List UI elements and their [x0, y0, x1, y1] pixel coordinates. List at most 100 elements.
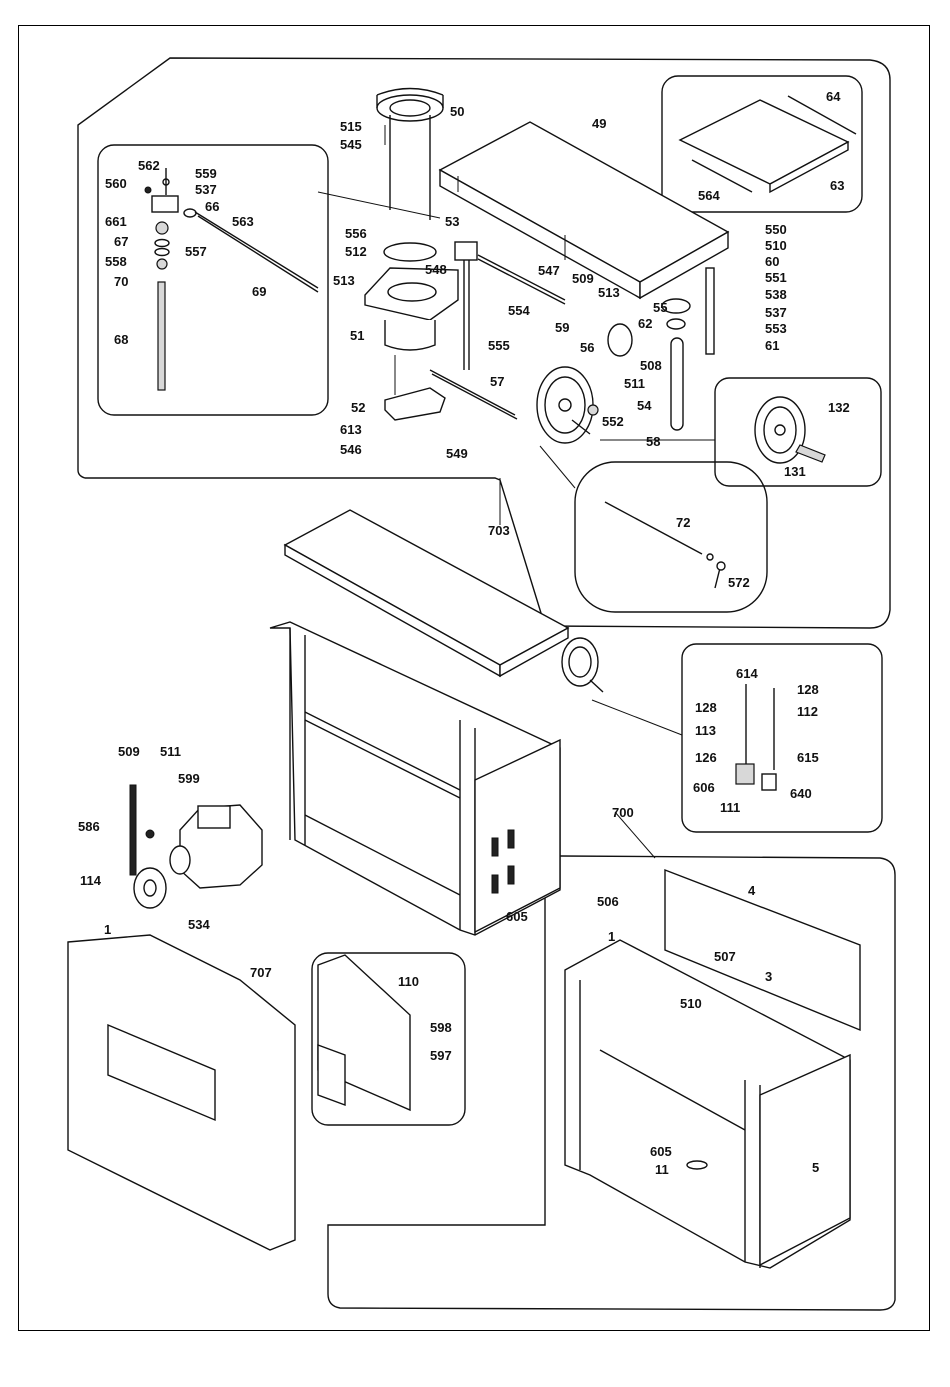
label-511-b: 511 [160, 744, 181, 759]
handwheel-132 [754, 396, 826, 464]
label-613: 613 [340, 422, 362, 437]
label-597: 597 [430, 1048, 452, 1063]
label-58: 58 [646, 434, 660, 449]
label-114: 114 [80, 873, 102, 888]
base-plate-assembly [364, 241, 566, 421]
planer-table [438, 121, 730, 300]
label-57: 57 [490, 374, 504, 389]
label-537-b: 537 [765, 305, 787, 320]
cover-707 [67, 934, 296, 1251]
leader-700 [614, 811, 656, 859]
label-52: 52 [351, 400, 365, 415]
label-553: 553 [765, 321, 787, 336]
motor [129, 784, 263, 909]
label-557: 557 [185, 244, 207, 259]
top-assembly-outline [77, 57, 891, 629]
label-507: 507 [714, 949, 736, 964]
label-1-b: 1 [104, 922, 111, 937]
label-599: 599 [178, 771, 200, 786]
label-554: 554 [508, 303, 530, 318]
label-550: 550 [765, 222, 787, 237]
label-132: 132 [828, 400, 850, 415]
label-513-b: 513 [598, 285, 620, 300]
label-547: 547 [538, 263, 560, 278]
label-110: 110 [398, 974, 419, 989]
label-68: 68 [114, 332, 128, 347]
part-labels: 50 515 545 562 559 560 537 66 563 661 67… [78, 89, 850, 1177]
label-3: 3 [765, 969, 772, 984]
lock-assembly [661, 298, 691, 431]
label-707: 707 [250, 965, 272, 980]
label-66: 66 [205, 199, 219, 214]
label-112: 112 [797, 704, 818, 719]
label-510-a: 510 [765, 238, 787, 253]
label-56: 56 [580, 340, 594, 355]
label-5: 5 [812, 1160, 819, 1175]
label-615: 615 [797, 750, 819, 765]
label-11: 11 [655, 1162, 669, 1177]
label-60: 60 [765, 254, 779, 269]
label-63: 63 [830, 178, 844, 193]
label-551: 551 [765, 270, 787, 285]
label-537: 537 [195, 182, 217, 197]
label-605-a: 605 [506, 909, 528, 924]
leader-switch [591, 699, 683, 736]
label-509-b: 509 [118, 744, 140, 759]
label-572: 572 [728, 575, 750, 590]
sub-assembly-box-shaft [574, 461, 768, 613]
label-564: 564 [698, 188, 720, 203]
label-563: 563 [232, 214, 254, 229]
planer-body [269, 509, 604, 936]
label-509-a: 509 [572, 271, 594, 286]
label-558: 558 [105, 254, 127, 269]
label-661: 661 [105, 214, 127, 229]
label-556: 556 [345, 226, 367, 241]
stand-frame [564, 868, 861, 1269]
sub-assembly-box-left [97, 144, 329, 416]
label-534: 534 [188, 917, 210, 932]
label-4: 4 [748, 883, 756, 898]
handwheel-58 [536, 366, 599, 444]
label-598: 598 [430, 1020, 452, 1035]
label-605-b: 605 [650, 1144, 672, 1159]
bracket-61 [705, 267, 715, 355]
label-515: 515 [340, 119, 362, 134]
column-tube [376, 87, 444, 220]
sub-assembly-box-handwheel [714, 377, 882, 487]
label-53: 53 [445, 214, 459, 229]
label-67: 67 [114, 234, 128, 249]
label-640: 640 [790, 786, 812, 801]
label-54: 54 [637, 398, 652, 413]
label-606: 606 [693, 780, 715, 795]
label-1-a: 1 [608, 929, 615, 944]
label-549: 549 [446, 446, 468, 461]
label-559: 559 [195, 166, 217, 181]
label-113: 113 [695, 723, 716, 738]
disc-56 [607, 323, 633, 357]
label-510-b: 510 [680, 996, 702, 1011]
label-538: 538 [765, 287, 787, 302]
label-131: 131 [784, 464, 806, 479]
label-59: 59 [555, 320, 569, 335]
label-111: 111 [720, 800, 740, 815]
label-555: 555 [488, 338, 510, 353]
page-border [18, 25, 930, 1331]
label-586: 586 [78, 819, 100, 834]
label-508: 508 [640, 358, 662, 373]
table-extension [678, 95, 857, 194]
switch-assembly [735, 684, 777, 791]
label-128-a: 128 [695, 700, 717, 715]
label-69: 69 [252, 284, 266, 299]
label-703: 703 [488, 523, 510, 538]
label-700: 700 [612, 805, 634, 820]
label-126: 126 [695, 750, 717, 765]
label-506: 506 [597, 894, 619, 909]
label-512: 512 [345, 244, 367, 259]
label-51: 51 [350, 328, 364, 343]
height-adjust-block [144, 168, 319, 391]
sub-assembly-box-switch [681, 643, 883, 833]
label-548: 548 [425, 262, 447, 277]
leader-shaft-box [539, 445, 576, 489]
